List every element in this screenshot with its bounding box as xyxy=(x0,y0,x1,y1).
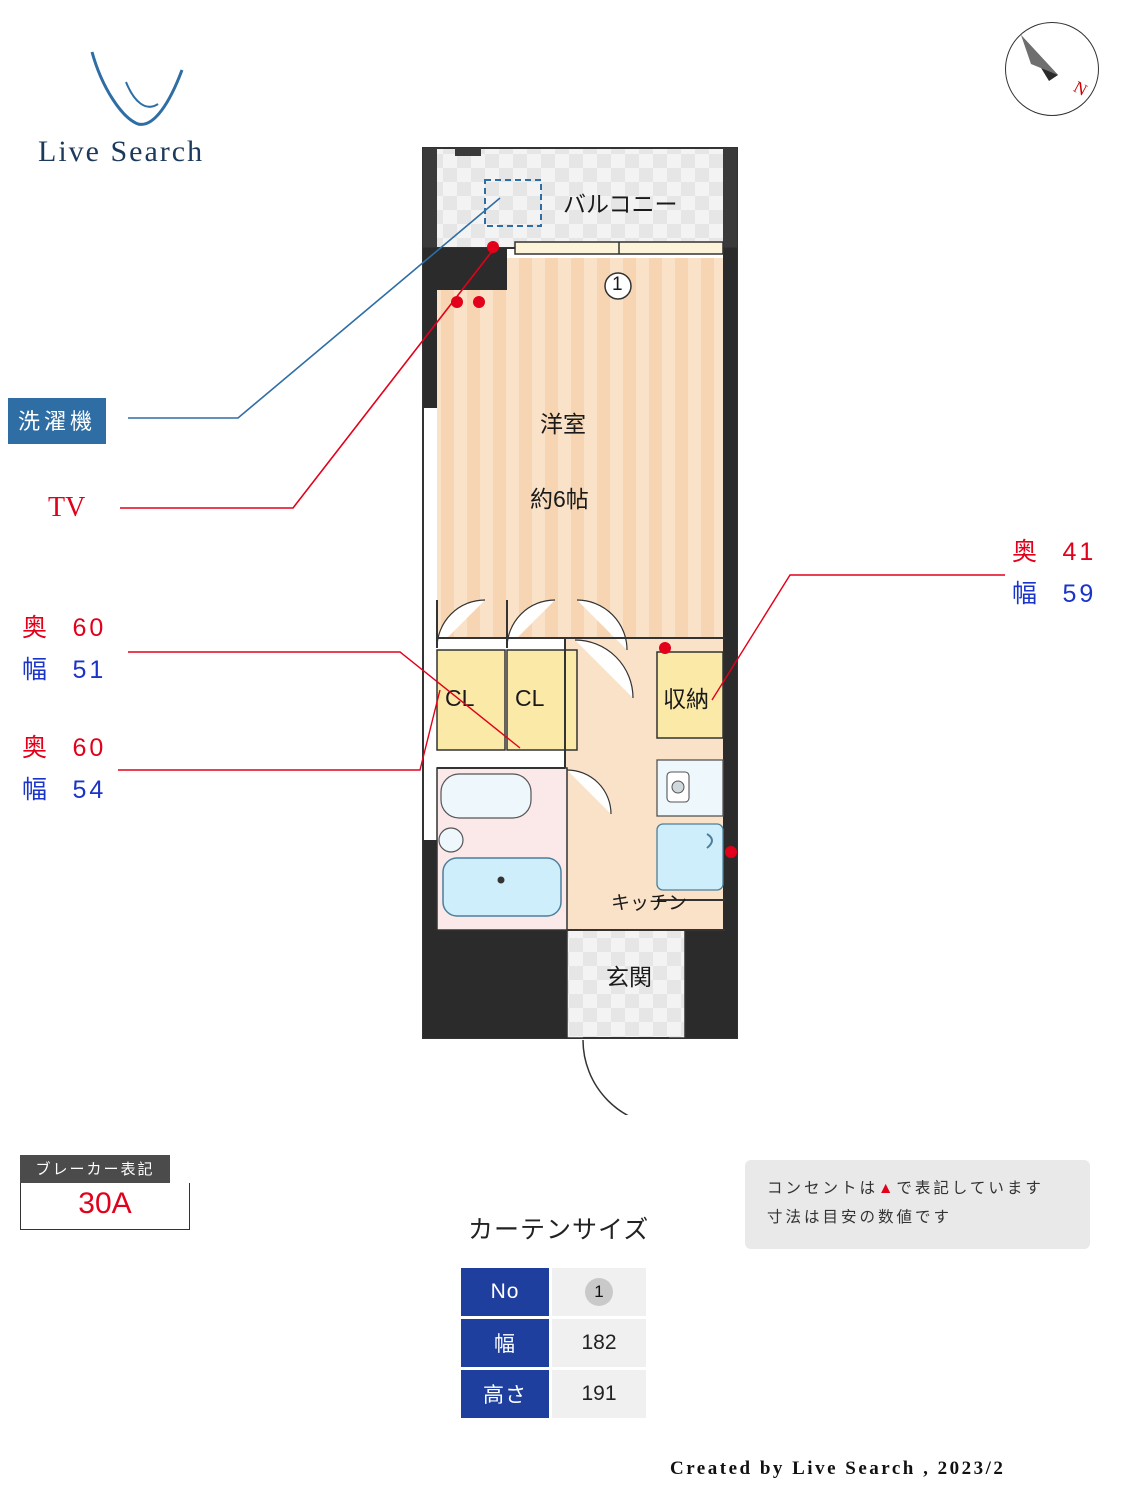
table-row: No 1 xyxy=(461,1268,646,1316)
notes-box: コンセントは▲で表記しています 寸法は目安の数値です xyxy=(745,1160,1090,1249)
curtain-table-title: カーテンサイズ xyxy=(468,1216,650,1244)
outlet-symbol-icon: ▲ xyxy=(878,1180,897,1197)
storage-width-label: 幅 xyxy=(1012,580,1041,608)
note-line-1-suffix: で表記しています xyxy=(896,1180,1044,1197)
closet-lower-depth-label: 奥 xyxy=(22,734,51,762)
room-label-entrance: 玄関 xyxy=(606,964,652,990)
closet-upper-width-value: 51 xyxy=(72,656,107,684)
room-label-closet-2: CL xyxy=(515,685,545,711)
callout-tv: TV xyxy=(48,492,86,523)
note-line-2: 寸法は目安の数値です xyxy=(767,1209,953,1227)
note-line-1: コンセントは▲で表記しています xyxy=(767,1174,1078,1203)
closet-upper-depth-label: 奥 xyxy=(22,614,51,642)
curtain-header-width: 幅 xyxy=(461,1319,549,1367)
curtain-size-table: No 1 幅 182 高さ 191 xyxy=(458,1265,649,1421)
room-label-western: 洋室 xyxy=(540,411,586,437)
curtain-value-height: 191 xyxy=(552,1370,646,1418)
closet-upper-depth-value: 60 xyxy=(72,614,107,642)
curtain-value-no: 1 xyxy=(552,1268,646,1316)
compass-icon: N xyxy=(1005,22,1099,116)
logo-text: Live Search xyxy=(38,135,205,168)
breaker-box: ブレーカー表記 30A xyxy=(20,1155,190,1230)
storage-depth-value: 41 xyxy=(1062,538,1097,566)
brand-logo: Live Search xyxy=(30,40,250,170)
callout-storage: 奥 41 幅 59 xyxy=(1012,532,1096,610)
callout-closet-upper: 奥 60 幅 51 xyxy=(22,608,106,686)
curtain-value-width: 182 xyxy=(552,1319,646,1367)
room-size-western: 約6帖 xyxy=(530,486,589,512)
breaker-title: ブレーカー表記 xyxy=(20,1155,170,1183)
storage-width-value: 59 xyxy=(1062,580,1097,608)
floorplan: バルコニー 1 洋室 約6帖 CL CL 収納 キッチン 玄関 xyxy=(415,140,745,1127)
curtain-header-height: 高さ xyxy=(461,1370,549,1418)
logo-mark xyxy=(90,51,184,126)
room-label-balcony: バルコニー xyxy=(563,191,678,217)
storage-depth-label: 奥 xyxy=(1012,538,1041,566)
footer-credit: Created by Live Search , 2023/2 xyxy=(670,1458,1006,1479)
room-label-kitchen: キッチン xyxy=(611,893,688,914)
closet-lower-width-value: 54 xyxy=(72,776,107,804)
closet-lower-width-label: 幅 xyxy=(22,776,51,804)
curtain-no-badge: 1 xyxy=(585,1278,613,1306)
room-label-closet-1: CL xyxy=(445,685,475,711)
closet-upper-width-label: 幅 xyxy=(22,656,51,684)
floorplan-svg xyxy=(422,147,738,1127)
note-line-1-prefix: コンセントは xyxy=(767,1180,879,1197)
room-label-storage: 収納 xyxy=(663,686,709,712)
closet-lower-depth-value: 60 xyxy=(72,734,107,762)
table-row: 高さ 191 xyxy=(461,1370,646,1418)
table-row: 幅 182 xyxy=(461,1319,646,1367)
callout-closet-lower: 奥 60 幅 54 xyxy=(22,728,106,806)
curtain-header-no: No xyxy=(461,1268,549,1316)
window-marker-1: 1 xyxy=(612,274,623,295)
callout-washer: 洗濯機 xyxy=(8,398,107,444)
breaker-value: 30A xyxy=(20,1183,190,1230)
